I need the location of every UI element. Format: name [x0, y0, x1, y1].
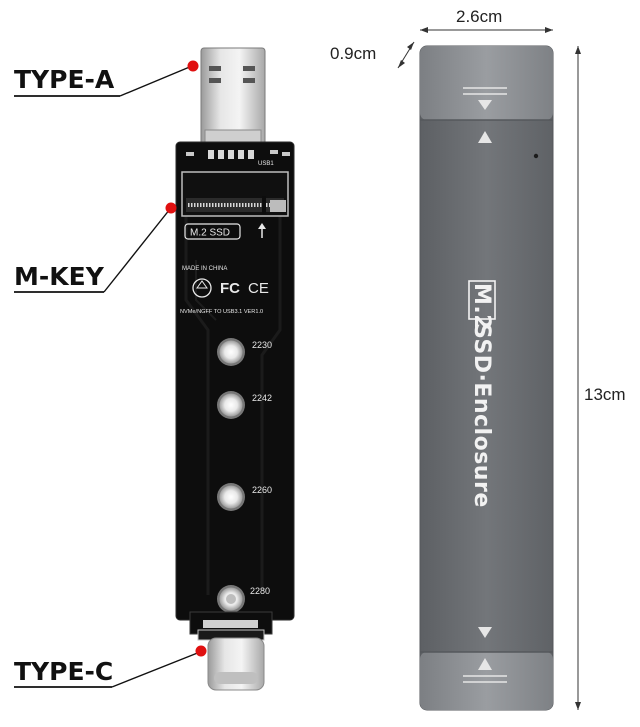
m2-ssd-silkscreen-box — [184, 223, 241, 240]
model-text: NVMe/NGFF TO USB3.1 VER1.0 — [180, 309, 263, 315]
adapter-pcb — [175, 141, 295, 621]
insert-arrow-icon — [258, 223, 266, 238]
led-indicator — [533, 153, 539, 159]
arrow-up-icon — [478, 658, 492, 670]
mount-hole-2242 — [217, 391, 245, 419]
mount-hole-2280 — [217, 585, 245, 613]
type-a-callout — [14, 60, 199, 97]
usb-silkscreen-label: USB1 — [258, 161, 274, 167]
size-label-2280: 2280 — [250, 586, 270, 596]
ce-mark: CE — [248, 280, 269, 297]
m-key-label: M-KEY — [14, 262, 105, 291]
thickness-dimension-label: 0.9cm — [330, 44, 376, 63]
made-in-text: MADE IN CHINA — [182, 266, 227, 272]
enclosure-label-text: SSD·Enclosure — [469, 323, 494, 508]
size-label-2230: 2230 — [252, 340, 272, 350]
callout-dot — [165, 202, 177, 214]
arrow-up-icon — [478, 131, 492, 143]
type-c-callout — [14, 645, 207, 688]
mount-hole-2230 — [217, 338, 245, 366]
size-label-2260: 2260 — [252, 485, 272, 495]
thickness-dimension — [397, 41, 415, 69]
smd-components — [186, 150, 290, 159]
fc-mark: FC — [220, 280, 240, 297]
enclosure-label-boxed: M.2 — [469, 283, 494, 330]
m-key-callout — [14, 202, 177, 293]
callout-dot — [187, 60, 199, 72]
ssd-enclosure — [419, 45, 554, 711]
size-label-2242: 2242 — [252, 393, 272, 403]
enclosure-top-arrows — [463, 87, 507, 143]
length-dimension — [575, 46, 581, 710]
m2-ssd-silkscreen: M.2 SSD — [190, 228, 230, 239]
recycle-icon — [192, 278, 212, 298]
m2-slot-connector — [181, 171, 289, 217]
enclosure-label-box — [468, 280, 496, 320]
arrow-down-icon — [478, 100, 492, 110]
type-a-label: TYPE-A — [14, 65, 115, 94]
width-dimension — [420, 27, 553, 33]
enclosure-label: M.2 SSD·Enclosure — [468, 280, 496, 508]
mount-hole-2260 — [217, 483, 245, 511]
callout-dot — [195, 645, 207, 657]
usb-type-c-plug — [189, 611, 273, 691]
length-dimension-label: 13cm — [584, 385, 626, 404]
type-c-label: TYPE-C — [14, 657, 113, 686]
arrow-down-icon — [478, 627, 492, 638]
width-dimension-label: 2.6cm — [456, 7, 502, 26]
usb-type-a-plug — [200, 47, 266, 149]
enclosure-bottom-arrows — [463, 627, 507, 683]
